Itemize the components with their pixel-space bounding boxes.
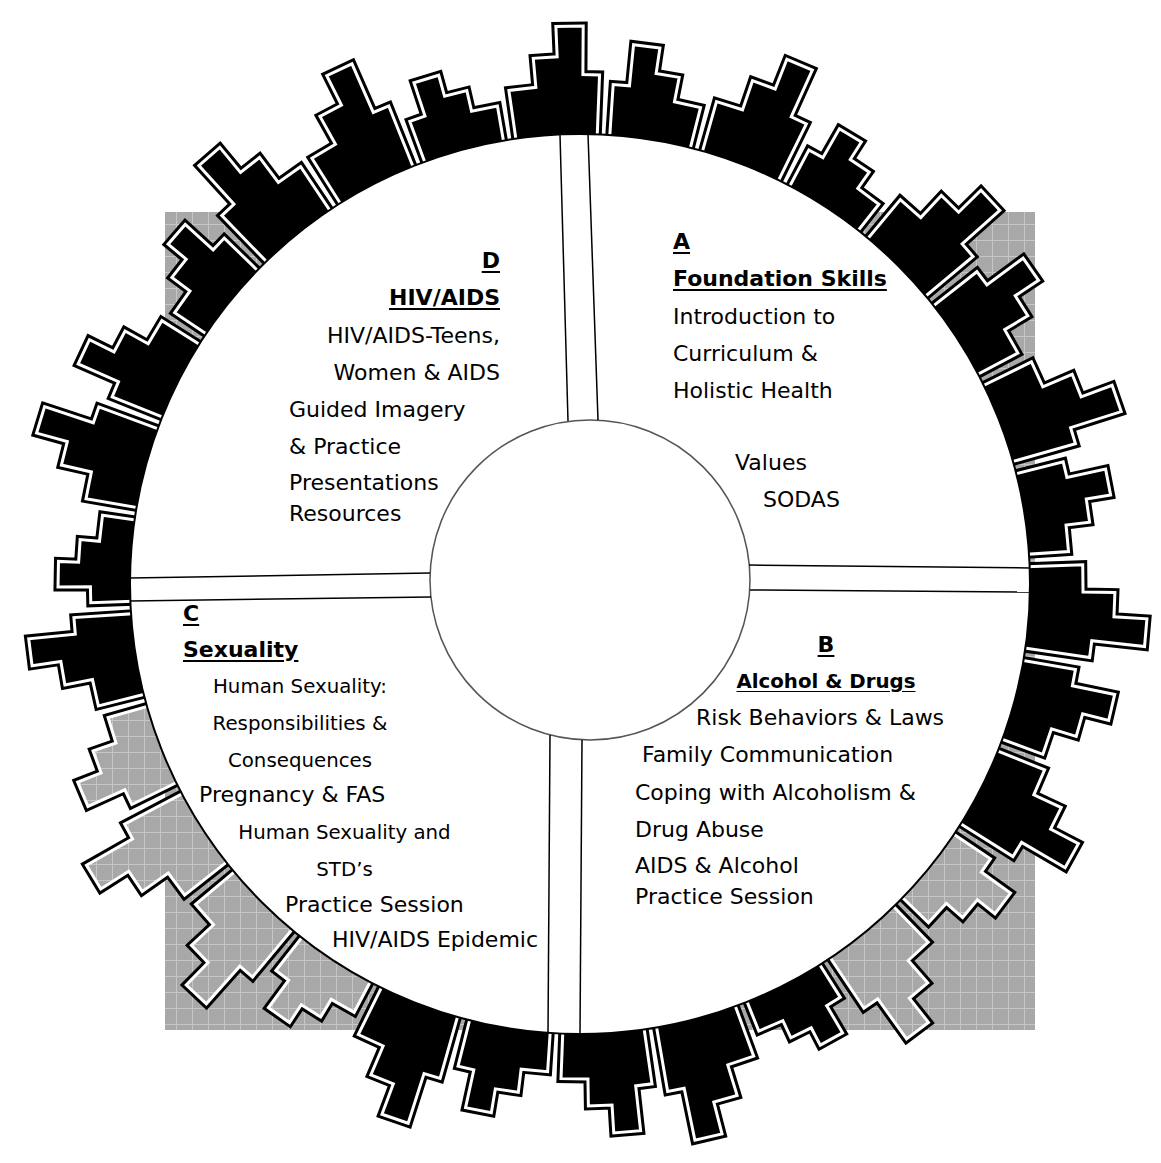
skyline-block [1016, 565, 1147, 658]
topic-item: AIDS & Alcohol [635, 852, 799, 880]
skyline-outline [1016, 565, 1147, 658]
skyline-inline [561, 1020, 652, 1133]
section-title: Alcohol & Drugs [696, 668, 956, 696]
topic-item: Risk Behaviors & Laws [696, 704, 944, 732]
divider-line [130, 573, 430, 578]
quadrant: C SexualityHuman Sexuality: Responsibilit… [123, 585, 585, 1040]
topic-item: Human Sexuality and STD’s [222, 814, 467, 888]
topic-item: Family Communication [642, 741, 893, 769]
section-title: Sexuality [183, 636, 298, 664]
skyline-outline [509, 26, 600, 148]
topic-item: Human Sexuality: Responsibilities & Cons… [170, 668, 430, 779]
divider-line [588, 134, 598, 420]
divider-line [580, 740, 582, 1034]
section-letter: C [183, 602, 199, 626]
section-letter: B [776, 633, 876, 657]
skyline-outline [561, 1020, 652, 1133]
topic-item: Resources [289, 500, 401, 528]
topic-item: SODAS [763, 486, 840, 514]
quadrant: B Alcohol & DrugsRisk Behaviors & LawsFam… [585, 585, 1037, 1040]
divider-line [548, 735, 550, 1033]
quadrant: D HIV/AIDS HIV/AIDS-Teens, Women & AIDSGui… [123, 128, 585, 585]
topic-item: Introduction to Curriculum & Holistic He… [673, 298, 848, 409]
section-title: Foundation Skills [673, 265, 887, 293]
skyline-inline [509, 26, 600, 148]
topic-item: HIV/AIDS Epidemic [332, 926, 538, 954]
topic-item: Practice Session [635, 883, 814, 911]
skyline-block [509, 26, 600, 148]
quadrant: A Foundation SkillsIntroduction to Curric… [585, 128, 1037, 585]
skyline-block [561, 1020, 652, 1133]
topic-item: Guided Imagery & Practice [289, 391, 479, 465]
topic-item: HIV/AIDS-Teens, Women & AIDS [290, 317, 500, 391]
divider-line [749, 565, 1030, 568]
topic-item: Coping with Alcoholism & Drug Abuse [635, 774, 935, 848]
topic-item: Presentations [289, 469, 439, 497]
topic-item: Practice Session [285, 891, 464, 919]
topic-item: Values [735, 449, 807, 477]
skyline-inline [1016, 565, 1147, 658]
divider-line [130, 597, 431, 601]
outer-disk [130, 134, 1030, 1034]
divider-lines [130, 134, 1030, 1034]
skyline-ring [29, 26, 1147, 1140]
divider-line [750, 590, 1029, 592]
section-letter: D [400, 249, 500, 273]
topic-item: Pregnancy & FAS [199, 781, 385, 809]
section-title: HIV/AIDS [300, 284, 500, 312]
divider-line [560, 135, 568, 421]
hub-circle [430, 420, 750, 740]
section-letter: A [673, 230, 690, 254]
